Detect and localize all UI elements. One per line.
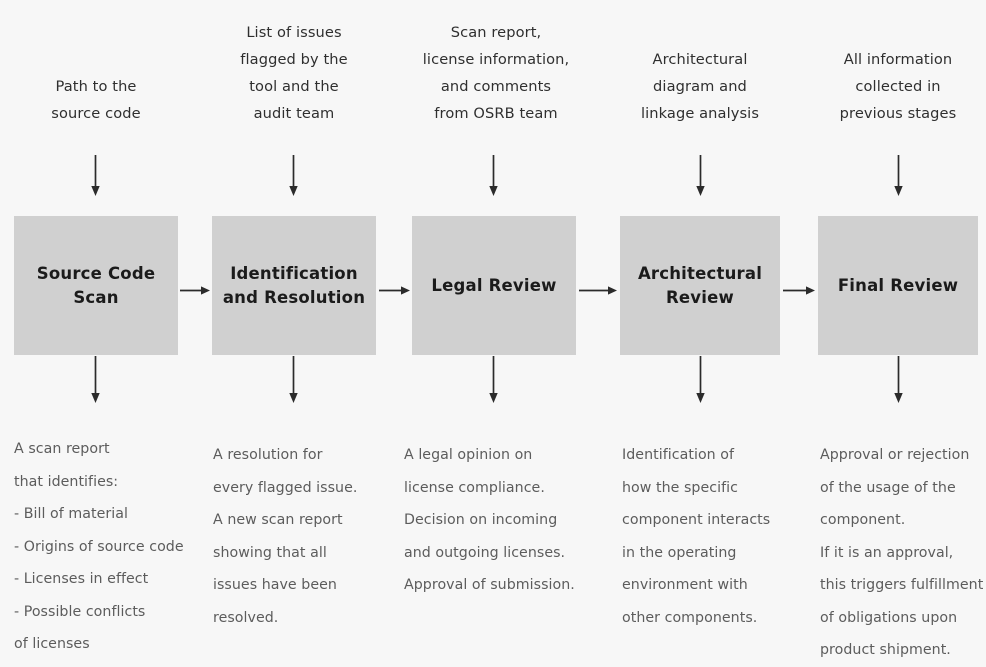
arrow-down-icon-out-of-identification-and-resolution bbox=[287, 356, 300, 404]
stage-label-identification-and-resolution: Identification and Resolution bbox=[222, 263, 366, 307]
output-bullet-list: - Bill of material - Origins of source c… bbox=[14, 506, 184, 652]
arrow-right-icon-identification-to-legal bbox=[379, 284, 411, 297]
stage-box-identification-and-resolution[interactable]: Identification and Resolution bbox=[212, 216, 376, 355]
output-caption-architectural-review: Identification of how the specific compo… bbox=[622, 439, 817, 634]
output-text: Identification of how the specific compo… bbox=[622, 447, 771, 626]
arrow-right-icon-architectural-to-final bbox=[783, 284, 816, 297]
output-text: Approval or rejection of the usage of th… bbox=[820, 447, 970, 528]
stage-label-architectural-review: Architectural Review bbox=[637, 263, 763, 307]
arrow-down-icon-into-legal-review bbox=[487, 155, 500, 197]
arrow-down-icon-out-of-final-review bbox=[892, 356, 905, 404]
arrow-down-icon-into-final-review bbox=[892, 155, 905, 197]
input-caption-legal-review: Scan report, license information, and co… bbox=[422, 24, 570, 122]
stage-label-legal-review: Legal Review bbox=[431, 275, 557, 295]
input-caption-final-review: All information collected in previous st… bbox=[839, 51, 957, 122]
output-text: A new scan report showing that all issue… bbox=[213, 512, 343, 626]
input-caption-identification-and-resolution: List of issues flagged by the tool and t… bbox=[240, 24, 348, 122]
output-text: A legal opinion on license compliance. bbox=[404, 447, 545, 496]
output-text: A resolution for every flagged issue. bbox=[213, 447, 358, 496]
output-text: If it is an approval, this triggers fulf… bbox=[820, 544, 984, 659]
output-text: Decision on incoming and outgoing licens… bbox=[404, 512, 575, 593]
arrow-down-icon-out-of-source-code-scan bbox=[89, 356, 102, 404]
output-caption-legal-review: A legal opinion on license compliance. D… bbox=[404, 439, 604, 602]
output-caption-final-review: Approval or rejection of the usage of th… bbox=[820, 439, 986, 667]
output-caption-source-code-scan: A scan report that identifies: - Bill of… bbox=[14, 433, 209, 661]
input-caption-architectural-review: Architectural diagram and linkage analys… bbox=[640, 51, 760, 122]
output-caption-identification-and-resolution: A resolution for every flagged issue. A … bbox=[213, 439, 408, 634]
output-text: A scan report that identifies: bbox=[14, 441, 119, 490]
arrow-down-icon-into-source-code-scan bbox=[89, 155, 102, 197]
stage-box-final-review[interactable]: Final Review bbox=[818, 216, 978, 355]
arrow-down-icon-out-of-legal-review bbox=[487, 356, 500, 404]
arrow-down-icon-out-of-architectural-review bbox=[694, 356, 707, 404]
stage-box-architectural-review[interactable]: Architectural Review bbox=[620, 216, 780, 355]
arrow-right-icon-scan-to-identification bbox=[180, 284, 211, 297]
stage-box-legal-review[interactable]: Legal Review bbox=[412, 216, 576, 355]
arrow-right-icon-legal-to-architectural bbox=[579, 284, 618, 297]
stage-box-source-code-scan[interactable]: Source Code Scan bbox=[14, 216, 178, 355]
stage-label-source-code-scan: Source Code Scan bbox=[36, 263, 156, 307]
arrow-down-icon-into-architectural-review bbox=[694, 155, 707, 197]
arrow-down-icon-into-identification-and-resolution bbox=[287, 155, 300, 197]
input-caption-source-code-scan: Path to the source code bbox=[51, 78, 141, 122]
stage-label-final-review: Final Review bbox=[837, 275, 959, 295]
